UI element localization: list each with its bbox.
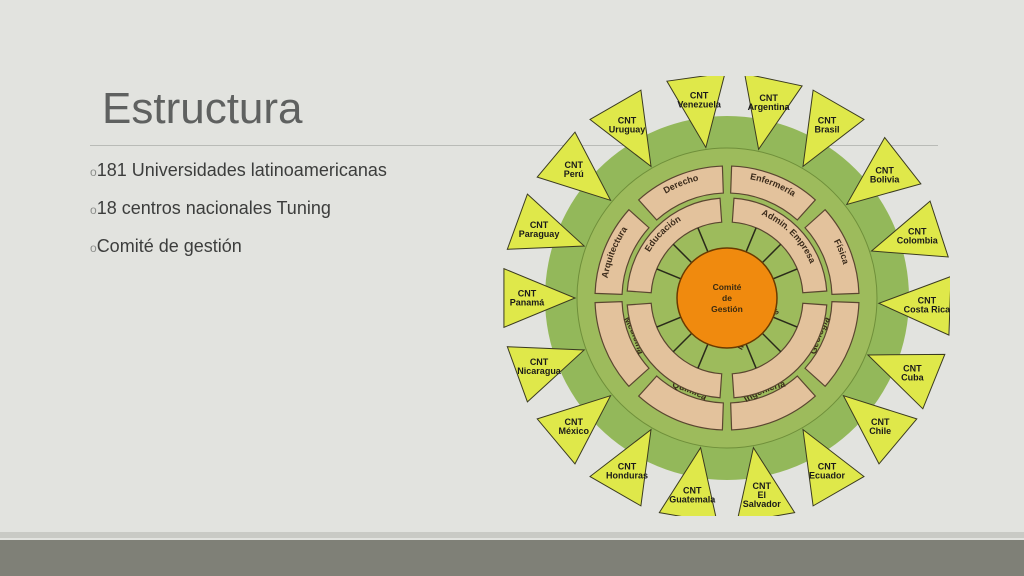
country-triangle <box>589 428 652 507</box>
center-label: Gestión <box>711 304 743 314</box>
country-label: CNT <box>818 115 837 125</box>
outer-ring-segment <box>804 301 860 388</box>
country-label: CNT <box>518 289 537 299</box>
center-spoke <box>672 243 693 264</box>
tuning-structure-diagram: CNTVenezuelaCNTArgentinaCNTBrasilCNTBoli… <box>503 76 950 516</box>
country-triangle <box>877 276 950 336</box>
slide-title: Estructura <box>102 84 303 133</box>
country-label: Perú <box>564 169 584 179</box>
country-label: Venezuela <box>677 99 722 109</box>
bullet-item: oComité de gestión <box>90 234 387 272</box>
title-divider <box>90 145 938 146</box>
country-triangle <box>503 267 577 329</box>
country-triangle <box>842 394 918 465</box>
country-label: CNT <box>530 357 549 367</box>
country-triangle <box>658 446 717 516</box>
outer-ring-segment <box>594 208 650 295</box>
outer-ring-segment <box>594 301 650 388</box>
country-label: CNT <box>618 462 637 472</box>
country-label: Guatemala <box>669 494 716 504</box>
country-triangle <box>744 76 803 151</box>
country-label: CNT <box>683 485 702 495</box>
country-label: Argentina <box>748 102 791 112</box>
country-label: Panamá <box>510 298 546 308</box>
country-label: México <box>559 426 590 436</box>
center-spoke <box>672 332 693 353</box>
country-triangle <box>536 131 612 202</box>
bullet-list: o181 Universidades latinoamericanas o18 … <box>90 158 387 272</box>
country-label: CNT <box>565 417 584 427</box>
country-label: CNT <box>875 165 894 175</box>
country-label: Nicaragua <box>517 366 562 376</box>
bullet-marker: o <box>90 203 97 217</box>
country-label: CNT <box>618 115 637 125</box>
center-circle <box>676 247 778 349</box>
country-label: Uruguay <box>609 124 646 134</box>
country-triangle <box>589 89 652 168</box>
bullet-marker: o <box>90 241 97 255</box>
bullet-text: Comité de gestión <box>96 236 242 256</box>
center-spoke <box>656 268 682 280</box>
outer-ring-segment <box>804 208 860 295</box>
country-triangle <box>737 446 796 516</box>
outer-ring-segment <box>730 375 817 431</box>
country-label: CNT <box>690 90 709 100</box>
country-label: Costa Rica <box>904 304 950 314</box>
country-label: CNT <box>903 363 922 373</box>
inner-ring-segment <box>626 302 723 399</box>
outer-ring-segment <box>637 375 724 431</box>
bullet-marker: o <box>90 165 97 179</box>
country-label: CNT <box>530 220 549 230</box>
country-label: CNT <box>908 227 927 237</box>
center-spoke <box>697 227 709 253</box>
country-label: CNT <box>752 481 771 491</box>
center-spoke <box>745 343 757 369</box>
country-triangle <box>802 89 865 168</box>
center-label: de <box>722 293 732 303</box>
country-label: CNT <box>871 417 890 427</box>
footer-accent-line <box>0 532 1024 538</box>
center-spoke <box>772 316 798 328</box>
center-spoke <box>761 243 782 264</box>
center-label: Comité <box>713 282 742 292</box>
country-triangle <box>866 353 946 410</box>
country-label: Honduras <box>606 471 648 481</box>
country-label: CNT <box>818 462 837 472</box>
country-triangle <box>870 200 949 258</box>
country-triangle <box>666 76 725 149</box>
center-spoke <box>772 268 798 280</box>
inner-ring-segment <box>626 197 723 294</box>
center-spoke <box>745 227 757 253</box>
country-label: Salvador <box>743 499 782 509</box>
country-label: Cuba <box>901 372 924 382</box>
outer-ring-segment <box>730 165 817 221</box>
country-triangle <box>845 136 922 206</box>
country-triangle <box>506 193 586 250</box>
country-triangle <box>802 428 865 507</box>
bullet-item: o181 Universidades latinoamericanas <box>90 158 387 196</box>
country-label: El <box>757 490 766 500</box>
country-label: Brasil <box>814 124 839 134</box>
center-spoke <box>697 343 709 369</box>
center-spoke <box>761 332 782 353</box>
inner-ring-segment <box>731 302 828 399</box>
country-label: Paraguay <box>519 229 560 239</box>
outer-ring-segment <box>637 165 724 221</box>
country-label: Ecuador <box>809 471 846 481</box>
country-label: CNT <box>918 295 937 305</box>
center-spoke <box>656 316 682 328</box>
inner-ring-segment <box>731 197 828 294</box>
footer-bar <box>0 540 1024 576</box>
country-label: Bolivia <box>870 174 901 184</box>
bullet-text: 18 centros nacionales Tuning <box>96 198 331 218</box>
country-label: CNT <box>759 93 778 103</box>
country-triangle <box>536 394 612 465</box>
country-label: Colombia <box>897 236 939 246</box>
bullet-text: 181 Universidades latinoamericanas <box>96 160 387 180</box>
bullet-item: o18 centros nacionales Tuning <box>90 196 387 234</box>
country-label: CNT <box>565 160 584 170</box>
country-triangle <box>506 346 586 403</box>
country-label: Chile <box>869 426 891 436</box>
